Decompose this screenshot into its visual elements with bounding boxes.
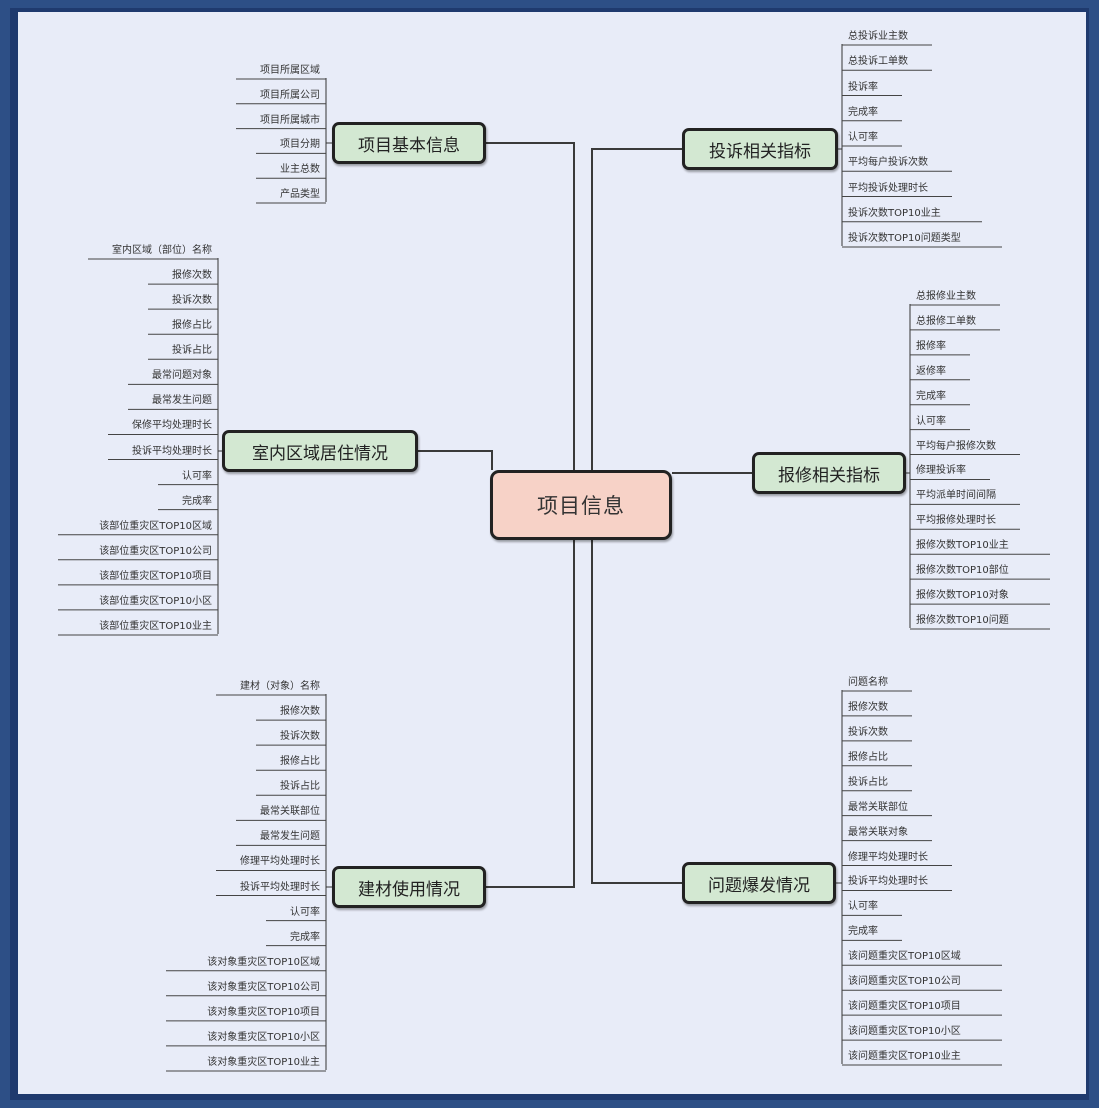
leaf-item-material[interactable]: 该对象重灾区TOP10业主 <box>207 1057 320 1068</box>
leaf-item-issue[interactable]: 该问题重灾区TOP10公司 <box>848 976 961 988</box>
leaf-item-issue[interactable]: 该问题重灾区TOP10业主 <box>848 1051 961 1062</box>
leaf-item-complaint[interactable]: 投诉次数TOP10问题类型 <box>848 233 961 244</box>
leaf-item-repair[interactable]: 返修率 <box>916 365 946 377</box>
leaf-item-material[interactable]: 建材（对象）名称 <box>240 681 320 692</box>
branch-node-indoor[interactable]: 室内区域居住情况 <box>222 430 418 472</box>
leaf-item-repair[interactable]: 报修次数TOP10部位 <box>916 565 1009 577</box>
leaf-item-repair[interactable]: 平均派单时间间隔 <box>916 490 996 502</box>
leaf-item-repair[interactable]: 平均报修处理时长 <box>916 515 996 527</box>
leaf-item-complaint[interactable]: 完成率 <box>848 106 878 118</box>
branch-node-issue[interactable]: 问题爆发情况 <box>682 862 836 904</box>
leaf-item-material[interactable]: 认可率 <box>290 906 320 918</box>
leaf-item-material[interactable]: 投诉占比 <box>280 781 320 793</box>
leaf-item-complaint[interactable]: 投诉次数TOP10业主 <box>848 207 941 219</box>
leaf-item-indoor[interactable]: 最常问题对象 <box>152 370 212 382</box>
leaf-item-indoor[interactable]: 认可率 <box>182 470 212 482</box>
connector-basic <box>486 142 575 470</box>
connector-complaint <box>591 148 682 470</box>
root-label: 项目信息 <box>537 494 625 518</box>
leaf-item-repair[interactable]: 总报修工单数 <box>916 315 976 327</box>
leaf-item-issue[interactable]: 认可率 <box>848 901 878 913</box>
leaf-item-material[interactable]: 完成率 <box>290 931 320 943</box>
branch-label: 建材使用情况 <box>358 879 460 900</box>
leaf-item-indoor[interactable]: 完成率 <box>182 495 212 507</box>
leaf-item-issue[interactable]: 该问题重灾区TOP10项目 <box>848 1001 961 1013</box>
branch-label: 室内区域居住情况 <box>252 443 388 464</box>
leaf-item-material[interactable]: 投诉次数 <box>280 731 320 743</box>
leaf-item-indoor[interactable]: 报修次数 <box>172 270 212 282</box>
leaf-item-issue[interactable]: 完成率 <box>848 926 878 938</box>
branch-label: 报修相关指标 <box>778 465 880 486</box>
branch-label: 问题爆发情况 <box>708 875 810 896</box>
leaf-item-complaint[interactable]: 总投诉工单数 <box>848 56 908 68</box>
leaf-item-issue[interactable]: 报修占比 <box>848 751 888 763</box>
leaf-item-material[interactable]: 最常发生问题 <box>260 831 320 843</box>
branch-label: 投诉相关指标 <box>709 141 811 162</box>
leaf-item-issue[interactable]: 最常关联部位 <box>848 801 908 813</box>
leaf-item-issue[interactable]: 该问题重灾区TOP10小区 <box>848 1026 961 1038</box>
leaf-item-indoor[interactable]: 该部位重灾区TOP10业主 <box>99 621 212 632</box>
branch-node-complaint[interactable]: 投诉相关指标 <box>682 128 838 170</box>
leaf-item-material[interactable]: 最常关联部位 <box>260 806 320 818</box>
leaf-item-complaint[interactable]: 认可率 <box>848 132 878 143</box>
leaf-item-indoor[interactable]: 保修平均处理时长 <box>132 420 212 432</box>
leaf-item-basic[interactable]: 项目分期 <box>280 139 320 151</box>
mindmap-canvas <box>18 12 1086 1094</box>
leaf-item-issue[interactable]: 投诉平均处理时长 <box>848 876 928 888</box>
leaf-item-indoor[interactable]: 最常发生问题 <box>152 395 212 407</box>
leaf-item-indoor[interactable]: 投诉次数 <box>172 295 212 307</box>
leaf-item-issue[interactable]: 报修次数 <box>848 701 888 713</box>
leaf-item-indoor[interactable]: 该部位重灾区TOP10项目 <box>99 570 212 582</box>
leaf-item-material[interactable]: 该对象重灾区TOP10项目 <box>207 1006 320 1018</box>
leaf-item-issue[interactable]: 修理平均处理时长 <box>848 851 928 863</box>
leaf-item-repair[interactable]: 报修次数TOP10问题 <box>916 615 1009 626</box>
leaf-item-material[interactable]: 报修占比 <box>280 756 320 768</box>
leaf-item-issue[interactable]: 最常关联对象 <box>848 826 908 838</box>
leaf-item-basic[interactable]: 项目所属公司 <box>260 89 320 101</box>
branch-node-basic[interactable]: 项目基本信息 <box>332 122 486 164</box>
branch-node-material[interactable]: 建材使用情况 <box>332 866 486 908</box>
leaf-item-issue[interactable]: 该问题重灾区TOP10区域 <box>848 951 961 963</box>
leaf-item-repair[interactable]: 修理投诉率 <box>916 465 966 477</box>
leaf-item-repair[interactable]: 总报修业主数 <box>916 291 976 302</box>
leaf-item-issue[interactable]: 投诉次数 <box>848 726 888 738</box>
leaf-item-repair[interactable]: 完成率 <box>916 390 946 402</box>
connector-material <box>486 540 575 888</box>
connector-indoor <box>418 450 493 470</box>
leaf-item-material[interactable]: 报修次数 <box>280 706 320 718</box>
leaf-item-repair[interactable]: 认可率 <box>916 415 946 427</box>
leaf-item-basic[interactable]: 项目所属城市 <box>260 114 320 126</box>
leaf-item-indoor[interactable]: 该部位重灾区TOP10公司 <box>99 545 212 557</box>
leaf-item-basic[interactable]: 业主总数 <box>280 164 320 176</box>
leaf-item-basic[interactable]: 项目所属区域 <box>260 65 320 76</box>
leaf-item-repair[interactable]: 报修次数TOP10业主 <box>916 540 1009 552</box>
leaf-item-indoor[interactable]: 室内区域（部位）名称 <box>112 245 212 256</box>
leaf-item-indoor[interactable]: 投诉平均处理时长 <box>132 445 212 457</box>
leaf-item-material[interactable]: 该对象重灾区TOP10区域 <box>207 956 320 968</box>
leaf-item-repair[interactable]: 报修次数TOP10对象 <box>916 590 1009 602</box>
leaf-item-indoor[interactable]: 该部位重灾区TOP10区域 <box>99 520 212 532</box>
leaf-item-complaint[interactable]: 总投诉业主数 <box>848 31 908 42</box>
leaf-item-indoor[interactable]: 投诉占比 <box>172 345 212 357</box>
branch-label: 项目基本信息 <box>358 135 460 156</box>
leaf-item-material[interactable]: 投诉平均处理时长 <box>240 881 320 893</box>
branch-node-repair[interactable]: 报修相关指标 <box>752 452 906 494</box>
leaf-item-repair[interactable]: 报修率 <box>916 340 946 352</box>
leaf-item-complaint[interactable]: 平均每户投诉次数 <box>848 157 928 169</box>
leaf-item-complaint[interactable]: 投诉率 <box>848 81 878 93</box>
leaf-item-basic[interactable]: 产品类型 <box>280 189 320 200</box>
leaf-item-issue[interactable]: 投诉占比 <box>848 776 888 788</box>
leaf-item-material[interactable]: 该对象重灾区TOP10小区 <box>207 1031 320 1043</box>
leaf-item-material[interactable]: 该对象重灾区TOP10公司 <box>207 981 320 993</box>
leaf-item-material[interactable]: 修理平均处理时长 <box>240 856 320 868</box>
leaf-item-indoor[interactable]: 该部位重灾区TOP10小区 <box>99 595 212 607</box>
leaf-item-issue[interactable]: 问题名称 <box>848 677 888 688</box>
root-node[interactable]: 项目信息 <box>490 470 672 540</box>
connector-issue <box>591 540 682 884</box>
leaf-item-complaint[interactable]: 平均投诉处理时长 <box>848 182 928 194</box>
leaf-item-indoor[interactable]: 报修占比 <box>172 320 212 332</box>
leaf-item-repair[interactable]: 平均每户报修次数 <box>916 440 996 452</box>
